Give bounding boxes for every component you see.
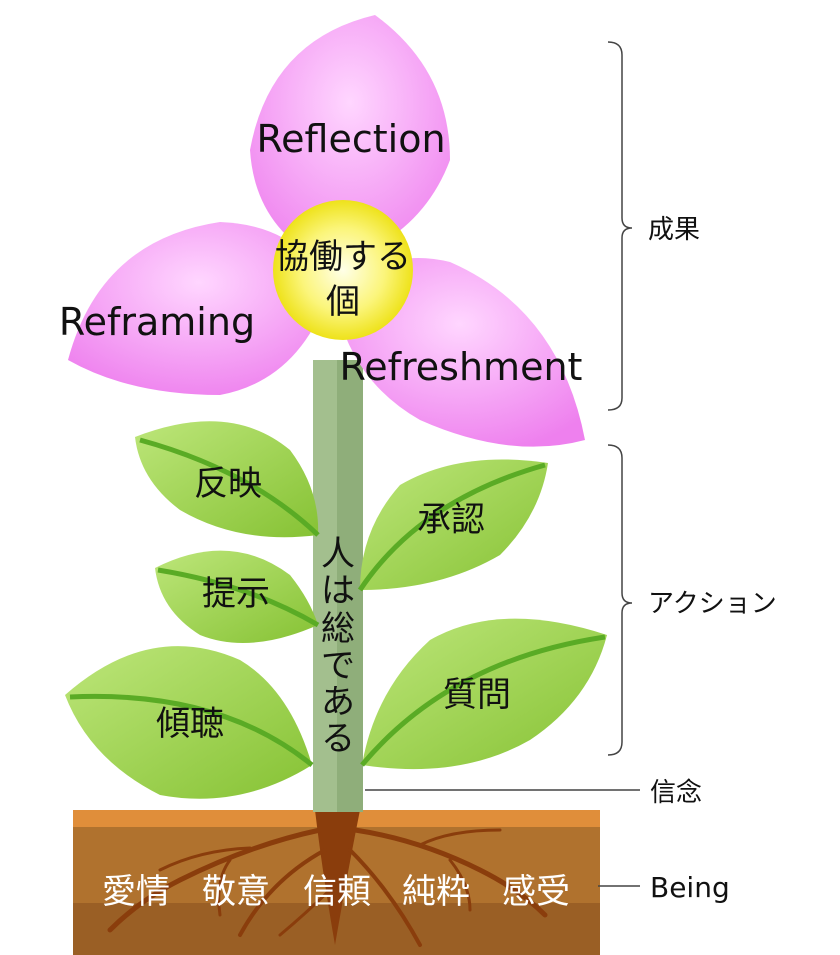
leaf-label-question: 質問 — [443, 675, 511, 715]
leaf-lower-right — [362, 618, 607, 770]
petal-label-reframing: Reframing — [59, 300, 255, 344]
petal-left — [68, 222, 330, 395]
petal-label-refreshment: Refreshment — [340, 345, 583, 389]
stem-char: 人 — [321, 534, 355, 574]
soil-word: 感受 — [502, 872, 570, 912]
soil-words: 愛情 敬意 信頼 純粋 感受 — [102, 872, 570, 912]
stem-char: あ — [321, 682, 355, 722]
stem-text: 人 は 総 で あ る — [321, 534, 355, 759]
leaf-label-reflect: 反映 — [194, 464, 262, 504]
leaf-lower-left — [65, 646, 312, 799]
soil-word: 純粋 — [402, 872, 470, 912]
label-belief: 信念 — [650, 778, 702, 808]
flower — [68, 15, 585, 447]
actions-bracket — [607, 444, 633, 756]
leaf-upper-right — [360, 459, 548, 590]
stem-char: る — [321, 719, 355, 759]
stem-char: で — [321, 646, 355, 686]
leaf-label-listen: 傾聴 — [156, 704, 224, 744]
stem-char: は — [321, 571, 355, 611]
stem — [313, 360, 363, 812]
roots — [107, 810, 548, 947]
soil-word: 愛情 — [102, 872, 170, 912]
leaves — [65, 421, 607, 799]
leaf-label-present: 提示 — [202, 574, 270, 614]
soil-word: 信頼 — [303, 872, 371, 912]
label-being: Being — [650, 871, 730, 904]
center-label-line2: 個 — [326, 282, 360, 322]
results-bracket — [607, 41, 633, 411]
stem-char: 総 — [321, 609, 355, 649]
flower-center — [273, 200, 413, 340]
leaf-label-acknowledge: 承認 — [417, 500, 485, 540]
petal-top — [250, 15, 450, 265]
petal-label-reflection: Reflection — [256, 117, 445, 161]
label-actions: アクション — [648, 589, 777, 619]
soil-word: 敬意 — [202, 872, 270, 912]
leaf-middle-left — [155, 550, 318, 643]
center-label-line1: 協働する — [275, 237, 411, 277]
label-results: 成果 — [648, 215, 700, 245]
